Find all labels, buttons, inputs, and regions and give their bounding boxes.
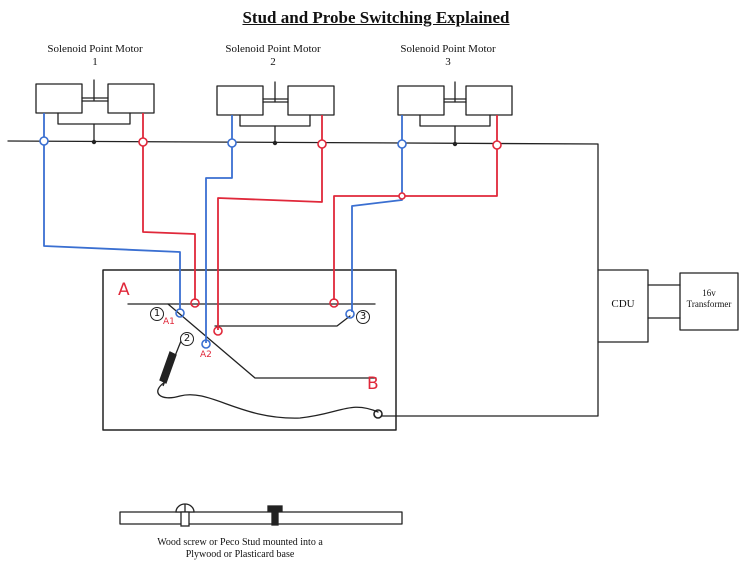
motor-1-coil-left xyxy=(35,83,83,114)
stud-red-3 xyxy=(329,298,339,308)
red-wire-2 xyxy=(217,115,323,330)
stud-label-3: 3 xyxy=(356,310,370,324)
stud-label-a1: A1 xyxy=(163,317,175,327)
blue-wire-3 xyxy=(351,115,403,312)
track-branch xyxy=(214,315,351,327)
motor-2 xyxy=(216,81,335,144)
motor-3-name: Solenoid Point Motor xyxy=(400,43,496,55)
track-diverge xyxy=(167,303,377,379)
blue-wire-1 xyxy=(43,113,181,310)
stud-red-1 xyxy=(190,298,200,308)
red-wire-1 xyxy=(142,113,196,300)
motor-3 xyxy=(397,81,513,145)
control-panel xyxy=(102,269,397,431)
red-wire-3 xyxy=(333,115,498,300)
cdu-label: CDU xyxy=(611,298,635,310)
cdu-box xyxy=(597,269,649,343)
probe-socket xyxy=(373,409,383,419)
diagram-title: Stud and Probe Switching Explained xyxy=(242,8,510,27)
stud-a2 xyxy=(201,339,211,349)
common-bus-wire xyxy=(7,140,599,271)
probe xyxy=(159,340,182,387)
stud-label-2: 2 xyxy=(180,332,194,346)
stud-label-a2: A2 xyxy=(200,350,212,360)
screw-head-1 xyxy=(175,503,195,527)
blue-wire-2 xyxy=(205,115,233,343)
track-label-a: A xyxy=(118,280,130,300)
motor-1-name: Solenoid Point Motor xyxy=(47,43,143,55)
base-caption: Wood screw or Peco Stud mounted into a P… xyxy=(157,537,323,560)
stud-red-2 xyxy=(213,326,223,336)
motor-2-name: Solenoid Point Motor xyxy=(225,43,321,55)
motor-2-coil-right xyxy=(287,85,335,116)
motor-1-number: 1 xyxy=(92,56,98,68)
track-label-b: B xyxy=(367,374,379,394)
motor-3-label: Solenoid Point Motor 3 xyxy=(383,43,513,69)
cdu-probe-wire xyxy=(381,341,599,417)
motor-2-number: 2 xyxy=(270,56,276,68)
motor-2-label: Solenoid Point Motor 2 xyxy=(208,43,338,69)
motor-1-coil-right xyxy=(107,83,155,114)
motor-3-coil-right xyxy=(465,85,513,116)
motor-3-number: 3 xyxy=(445,56,451,68)
probe-wire xyxy=(157,381,379,419)
motor-2-coil-left xyxy=(216,85,264,116)
transformer-label: 16v Transformer xyxy=(686,288,732,309)
motor-1 xyxy=(35,79,155,143)
stud-3-blue xyxy=(345,309,355,319)
stud-head-2 xyxy=(267,505,283,526)
motor-1-label: Solenoid Point Motor 1 xyxy=(30,43,160,69)
base-plate xyxy=(119,511,403,525)
motor-3-coil-left xyxy=(397,85,445,116)
transformer-box xyxy=(679,272,739,331)
stud-label-1: 1 xyxy=(150,307,164,321)
stud-a1 xyxy=(175,308,185,318)
